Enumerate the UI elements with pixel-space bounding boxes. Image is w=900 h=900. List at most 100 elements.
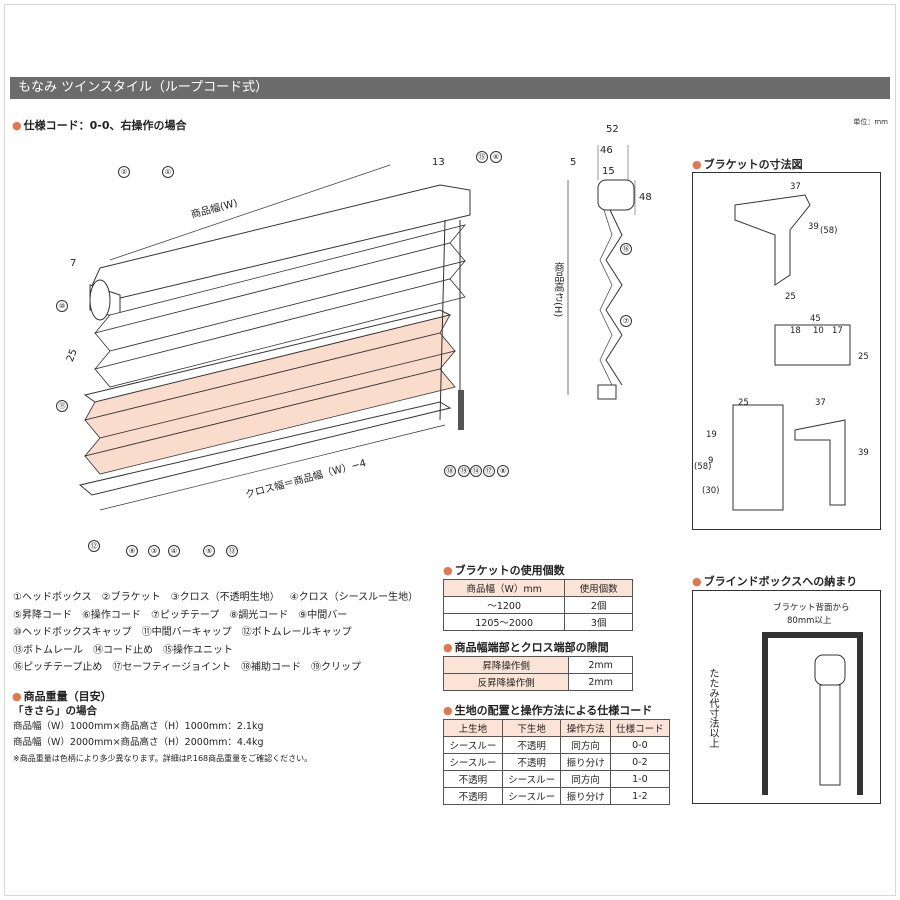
callout-12: ⑫ — [88, 540, 100, 552]
usage-table: 商品幅（W）mm 使用個数 〜1200 2個 1205〜2000 3個 — [442, 579, 633, 631]
table-cell: 2mm — [568, 656, 633, 674]
box-vertical-label: たたみ代寸法以上 — [707, 668, 718, 748]
callout-4: ④ — [168, 545, 180, 557]
box-note-line1: ブラケット背面から — [773, 603, 850, 613]
bracket-dim-25a: 25 — [785, 292, 796, 302]
table-cell: 2個 — [564, 596, 633, 614]
side-dimension-5: 5 — [570, 157, 577, 168]
side-dimension-46: 46 — [600, 145, 613, 156]
table-row: シースルー 不透明 同方向 0-0 — [443, 736, 671, 754]
bullet-icon: ● — [692, 575, 702, 588]
legend-item: ⑧調光コード — [229, 609, 289, 621]
gap-table: 昇降操作側 2mm 反昇降操作側 2mm — [442, 656, 633, 691]
height-dimension-label: 商品高さ(H) — [552, 262, 563, 318]
callout-8: ⑧ — [497, 465, 509, 477]
table-cell: 1-2 — [609, 787, 671, 805]
table-cell: 0-2 — [609, 753, 671, 771]
table-cell: 2mm — [568, 673, 633, 691]
legend-item: ⑱補助コード — [241, 662, 302, 673]
page-frame — [4, 4, 896, 896]
bracket-dim-39b: 39 — [858, 448, 869, 458]
bullet-icon: ● — [692, 158, 702, 171]
side-dimension-15: 15 — [602, 166, 615, 177]
legend-item: ⑥操作コード — [81, 609, 141, 621]
bracket-dim-37a: 37 — [790, 182, 801, 192]
table-cell: 不透明 — [443, 770, 503, 788]
table-header: 操作方法 — [560, 719, 611, 737]
legend-item: ⑮操作ユニット — [163, 644, 233, 656]
callout-15: ⑮ — [476, 151, 488, 163]
bracket-dim-58b: (58) — [694, 462, 712, 472]
table-header: 下生地 — [501, 719, 562, 737]
table-header: 上生地 — [443, 719, 503, 737]
legend-item: ②ブラケット — [101, 592, 161, 603]
dimension-7: 7 — [70, 258, 77, 269]
callout-18: ⑱ — [444, 465, 456, 477]
legend-item: ⑫ボトムレールキャップ — [241, 627, 352, 638]
bullet-icon: ● — [12, 690, 22, 703]
callout-1: ① — [162, 166, 174, 178]
table-header: 使用個数 — [564, 579, 633, 597]
table-row: 反昇降操作側 2mm — [442, 673, 633, 691]
legend-item: ⑤昇降コード — [13, 609, 72, 621]
box-panel — [692, 590, 881, 804]
bracket-dim-17: 17 — [832, 326, 843, 336]
main-section-label: 仕様コード：0-0、右操作の場合 — [23, 119, 187, 132]
callout-11: ⑪ — [56, 400, 68, 412]
code-section-label: 生地の配置と操作方法による仕様コード — [454, 704, 653, 717]
legend-item: ⑲クリップ — [311, 662, 362, 673]
table-header: 反昇降操作側 — [442, 673, 570, 691]
table-cell: シースルー — [443, 753, 503, 771]
legend-item: ⑯ピッチテープ止め — [13, 662, 103, 673]
callout-2: ② — [118, 166, 130, 178]
parts-legend: ①ヘッドボックス ②ブラケット ③クロス（不透明生地） ④クロス（シースルー生地… — [13, 589, 423, 677]
bracket-dim-25b: 25 — [858, 352, 869, 362]
bracket-dim-45: 45 — [810, 314, 821, 324]
callout-13: ⑬ — [226, 545, 238, 557]
table-cell: 不透明 — [501, 753, 562, 771]
blind-illustration — [78, 164, 471, 511]
bracket-dim-19: 19 — [706, 430, 717, 440]
weight-line-2: 商品幅（W）2000mm×商品高さ（H）2000mm：4.4kg — [13, 737, 264, 748]
dimension-13: 13 — [432, 157, 445, 168]
bullet-icon: ● — [12, 119, 22, 132]
legend-item: ⑪中間バーキャップ — [141, 627, 232, 638]
legend-item: ⑬ボトムレール — [13, 644, 83, 656]
weight-section-label: 商品重量（目安） — [23, 690, 112, 703]
code-table: 上生地 下生地 操作方法 仕様コード シースルー 不透明 同方向 0-0 シース… — [443, 719, 671, 805]
callout-7: ⑦ — [620, 315, 632, 327]
legend-item: ①ヘッドボックス — [13, 592, 92, 603]
table-cell: 3個 — [564, 613, 633, 631]
table-row: 不透明 シースルー 振り分け 1-2 — [443, 787, 671, 805]
bracket-drawings — [732, 194, 851, 511]
weight-note: ※商品重量は色柄により多少異なります。詳細はP.168商品重量をご確認ください。 — [13, 754, 313, 763]
weight-section-heading: ●商品重量（目安） — [12, 688, 112, 704]
box-note-line2: 80mm以上 — [787, 616, 832, 626]
callout-19: ⑲ — [458, 465, 470, 477]
weight-block: 「きさら」の場合 商品幅（W）1000mm×商品高さ（H）1000mm：2.1k… — [13, 703, 312, 767]
table-row: 昇降操作側 2mm — [442, 656, 633, 674]
bracket-dim-37b: 37 — [815, 398, 826, 408]
table-row: シースルー 不透明 振り分け 0-2 — [443, 753, 671, 771]
table-cell: 不透明 — [443, 787, 503, 805]
bracket-dim-30: (30) — [702, 486, 720, 496]
gap-section-heading: ●商品幅端部とクロス端部の隙間 — [443, 639, 609, 655]
callout-5: ⑤ — [203, 545, 215, 557]
box-section-label: ブラインドボックスへの納まり — [703, 575, 858, 588]
blind-box-illustration — [762, 632, 863, 795]
legend-item: ⑰セーフティージョイント — [112, 662, 232, 673]
legend-row: ⑤昇降コード ⑥操作コード ⑦ピッチテープ ⑧調光コード ⑨中間バー — [13, 607, 423, 625]
table-cell: シースルー — [443, 736, 503, 754]
legend-row: ⑯ピッチテープ止め ⑰セーフティージョイント ⑱補助コード ⑲クリップ — [13, 659, 423, 677]
table-cell: 1-0 — [609, 770, 671, 788]
table-row: 〜1200 2個 — [442, 596, 633, 614]
main-section-heading: ●仕様コード：0-0、右操作の場合 — [12, 117, 186, 133]
table-cell: 同方向 — [560, 770, 611, 788]
legend-row: ①ヘッドボックス ②ブラケット ③クロス（不透明生地） ④クロス（シースルー生地… — [13, 589, 423, 607]
bracket-section-heading: ●ブラケットの寸法図 — [692, 156, 803, 172]
callout-16: ⑯ — [620, 243, 632, 255]
bracket-dim-39a: 39 — [808, 222, 819, 232]
usage-section-heading: ●ブラケットの使用個数 — [443, 562, 565, 578]
callout-17: ⑰ — [483, 465, 495, 477]
usage-section-label: ブラケットの使用個数 — [454, 564, 565, 577]
